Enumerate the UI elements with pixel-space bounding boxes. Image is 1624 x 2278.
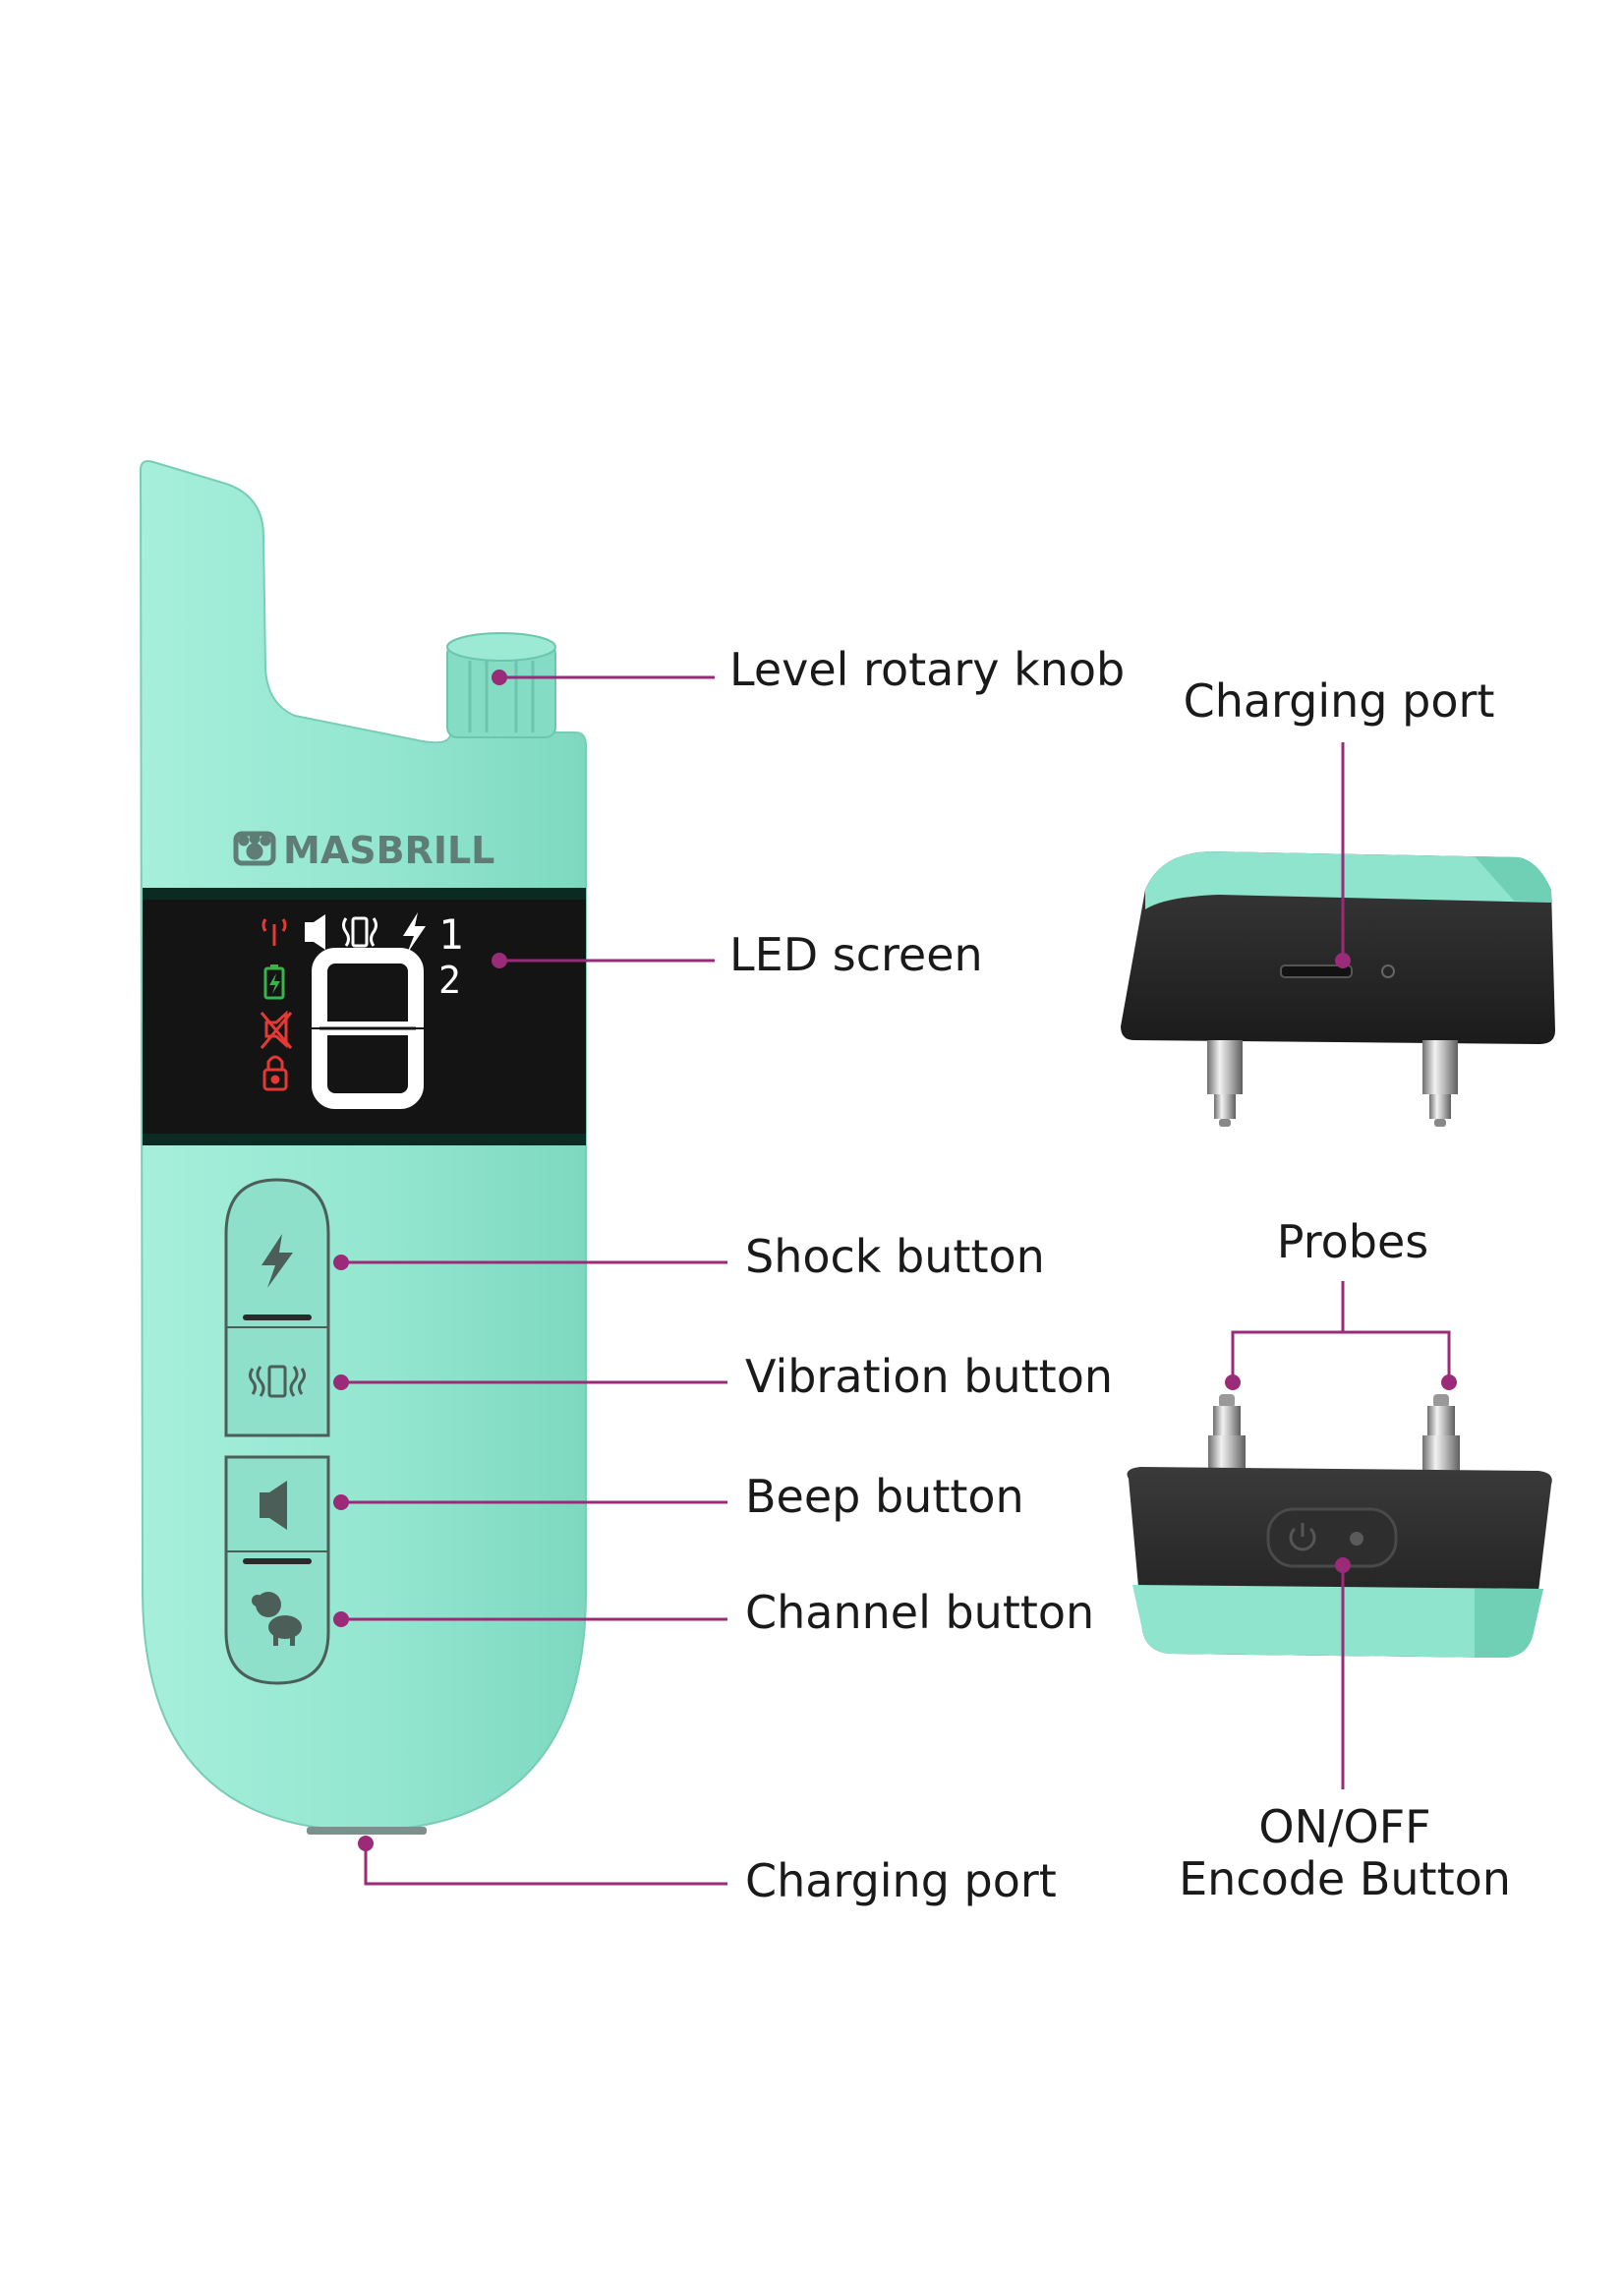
shock-button-icon bbox=[261, 1234, 293, 1288]
vibration-button-icon bbox=[249, 1365, 306, 1398]
dog-icon bbox=[252, 1592, 302, 1646]
label-onoff: ON/OFF bbox=[1258, 1800, 1431, 1853]
channel-number-1: 1 bbox=[438, 910, 463, 959]
button-group-lower bbox=[224, 1455, 330, 1685]
callouts-remote bbox=[333, 670, 727, 1886]
vibration-icon bbox=[342, 916, 377, 948]
signal-icon bbox=[261, 918, 287, 946]
label-collar-charging-port: Charging port bbox=[1183, 674, 1495, 728]
shock-icon bbox=[403, 912, 426, 954]
vibration-button[interactable] bbox=[228, 1329, 326, 1433]
led-screen: 1 2 8 bbox=[143, 888, 586, 1145]
label-led-screen: LED screen bbox=[729, 928, 983, 981]
callouts-collar bbox=[1225, 742, 1457, 1789]
battery-icon bbox=[263, 964, 285, 1000]
probe-right bbox=[1422, 1040, 1458, 1127]
label-vibration-button: Vibration button bbox=[745, 1350, 1113, 1403]
shock-button[interactable] bbox=[228, 1190, 326, 1315]
label-channel-button: Channel button bbox=[745, 1586, 1095, 1639]
label-level-rotary-knob: Level rotary knob bbox=[729, 643, 1126, 696]
collar-charging-port[interactable] bbox=[1280, 964, 1395, 978]
beep-icon bbox=[305, 914, 325, 950]
label-beep-button: Beep button bbox=[745, 1470, 1024, 1523]
onoff-button[interactable] bbox=[1266, 1507, 1398, 1568]
label-remote-charging-port: Charging port bbox=[745, 1854, 1057, 1907]
brand-logo: MASBRILL bbox=[233, 829, 494, 872]
brand-name: MASBRILL bbox=[283, 829, 494, 872]
paw-icon bbox=[233, 831, 276, 866]
label-probes: Probes bbox=[1276, 1215, 1429, 1268]
remote-charging-port[interactable] bbox=[307, 1827, 427, 1835]
collar-receiver-front bbox=[1121, 851, 1555, 1127]
beep-button-icon bbox=[260, 1481, 287, 1530]
mute-icon bbox=[260, 1010, 293, 1049]
power-icon bbox=[1289, 1523, 1316, 1551]
level-digit: 8 bbox=[365, 1074, 371, 1084]
remote-transmitter: MASBRILL bbox=[139, 460, 587, 1835]
label-shock-button: Shock button bbox=[745, 1230, 1045, 1283]
channel-number-2: 2 bbox=[438, 959, 461, 1002]
beep-button[interactable] bbox=[228, 1459, 326, 1549]
label-encode-button: Encode Button bbox=[1179, 1852, 1511, 1905]
lock-icon bbox=[262, 1055, 288, 1091]
indicator-led bbox=[1350, 1532, 1363, 1546]
collar-receiver-back bbox=[1127, 1394, 1552, 1658]
rotary-knob[interactable] bbox=[446, 632, 556, 738]
probe-left bbox=[1207, 1040, 1243, 1127]
channel-button[interactable] bbox=[228, 1565, 326, 1678]
button-group-upper bbox=[224, 1178, 330, 1437]
